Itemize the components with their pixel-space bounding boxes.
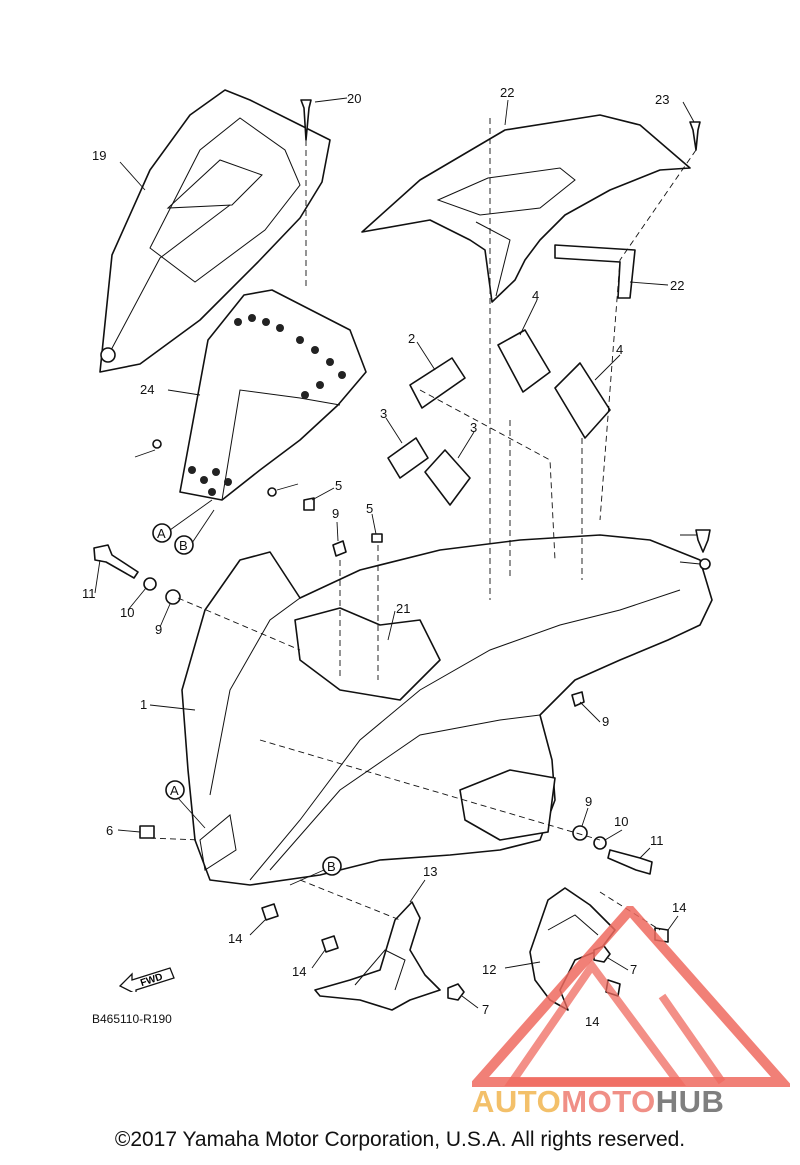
ref-a-bottom: A [170,783,179,798]
bolt-part-8-upper [332,540,347,557]
callout-15: 19 [92,148,106,163]
callout-13: 13 [423,864,437,879]
callout-12: 12 [482,962,496,977]
callout-11-left: 11 [82,586,96,601]
callout-10-right: 10 [614,814,628,829]
automotohub-logo-triangle [472,906,790,1087]
grommet-part-9-right [572,825,588,841]
bracket-part-13 [314,901,441,1011]
pad-part-3-right [424,449,471,506]
front-fender-part-1 [181,534,713,886]
collar-part-10-left [143,577,157,591]
fwd-label: FWD [139,972,164,990]
bolt-part-14-b [321,935,339,953]
copyright-notice: ©2017 Yamaha Motor Corporation, U.S.A. A… [114,1128,686,1151]
callout-3-right: 3 [470,420,477,435]
ref-a-top: A [157,526,166,541]
grille-panel-part-21 [179,289,367,501]
callout-4-upper: 4 [532,288,539,303]
logo-word-moto: MOTO [561,1084,656,1119]
nut-part-7-a [447,983,465,1001]
clip-part-5-right [371,533,383,543]
callout-6: 6 [106,823,113,838]
leader-lines [94,97,701,1009]
pads [387,329,611,506]
callout-18: 22 [500,85,514,100]
callout-17: 21 [396,601,410,616]
callout-7-left: 7 [482,1002,489,1017]
callout-14-b: 14 [292,964,306,979]
bolt-part-11-right [607,849,653,875]
logo-word-auto: AUTO [472,1084,562,1119]
ref-b-bottom: B [327,859,336,874]
callout-14-a: 14 [228,931,242,946]
bolt-part-11-left [93,544,139,579]
callout-8-lower: 9 [602,714,609,729]
grommet-part-9-left [165,589,181,605]
screw-part-22-left [152,439,162,449]
automotohub-logo-text: AUTOMOTOHUB [472,1084,724,1120]
pad-part-4-upper [497,329,551,393]
screw-part-20 [689,121,701,151]
callout-21: 24 [140,382,154,397]
washer-part-24 [699,558,711,570]
callout-10-left: 10 [120,605,134,620]
callout-11-right: 11 [650,833,664,848]
bolt-part-23 [695,529,711,553]
callout-2: 2 [408,331,415,346]
assembly-lines [149,118,697,931]
callout-9-left: 9 [155,622,162,637]
screw-part-16 [300,99,312,141]
diagram-code: B465110-R190 [92,1012,172,1026]
reference-marks: A B A B [152,499,342,886]
pad-part-3-left [387,437,429,479]
logo-word-hub: HUB [655,1084,725,1119]
grille-mesh [188,314,346,496]
callout-7-right: 7 [630,962,637,977]
callout-3-left: 3 [380,406,387,421]
callout-4-lower: 4 [616,342,623,357]
callout-9-right: 9 [585,794,592,809]
clip-part-5-left [303,497,315,511]
collar-part-10-right [593,836,607,850]
callout-labels: 19 20 22 23 22 24 2 4 4 3 3 5 5 9 21 11 … [82,85,686,1029]
pad-part-4-lower [554,362,611,439]
tank-cover-part-18 [361,114,691,303]
pad-part-2 [409,357,466,409]
front-cowl-part-15 [99,89,331,373]
forward-direction-arrow: FWD [118,967,175,992]
callout-14-d: 14 [585,1014,599,1029]
callout-5-right: 5 [366,501,373,516]
callout-5-left: 5 [335,478,342,493]
screw-part-22-right [267,487,277,497]
bolt-part-14-a [261,903,279,921]
bolt-part-6 [139,825,155,839]
callout-8-upper: 9 [332,506,339,521]
callout-20: 23 [655,92,669,107]
callout-16: 20 [347,91,361,106]
callout-1: 1 [140,697,147,712]
callout-14-c: 14 [672,900,686,915]
ref-b-top: B [179,538,188,553]
trim-strip-part-19 [554,244,636,299]
callout-19: 22 [670,278,684,293]
